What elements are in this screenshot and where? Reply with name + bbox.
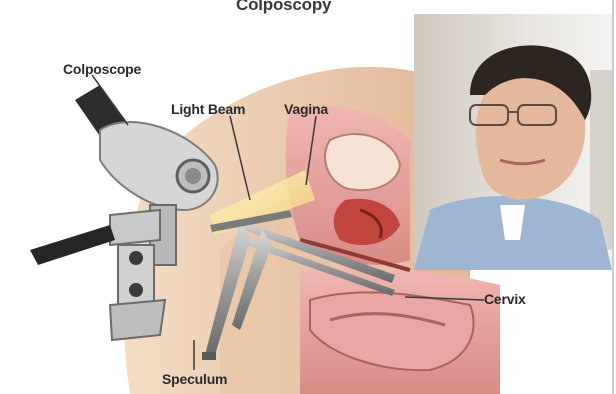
light-beam-label: Light Beam [171, 101, 245, 117]
speculum-label: Speculum [162, 371, 227, 387]
doctor-photo [414, 14, 612, 270]
colposcope-label: Colposcope [63, 61, 141, 77]
vagina-label: Vagina [284, 101, 328, 117]
cervix-label: Cervix [484, 291, 526, 307]
diagram-title: Colposcopy [236, 0, 331, 15]
